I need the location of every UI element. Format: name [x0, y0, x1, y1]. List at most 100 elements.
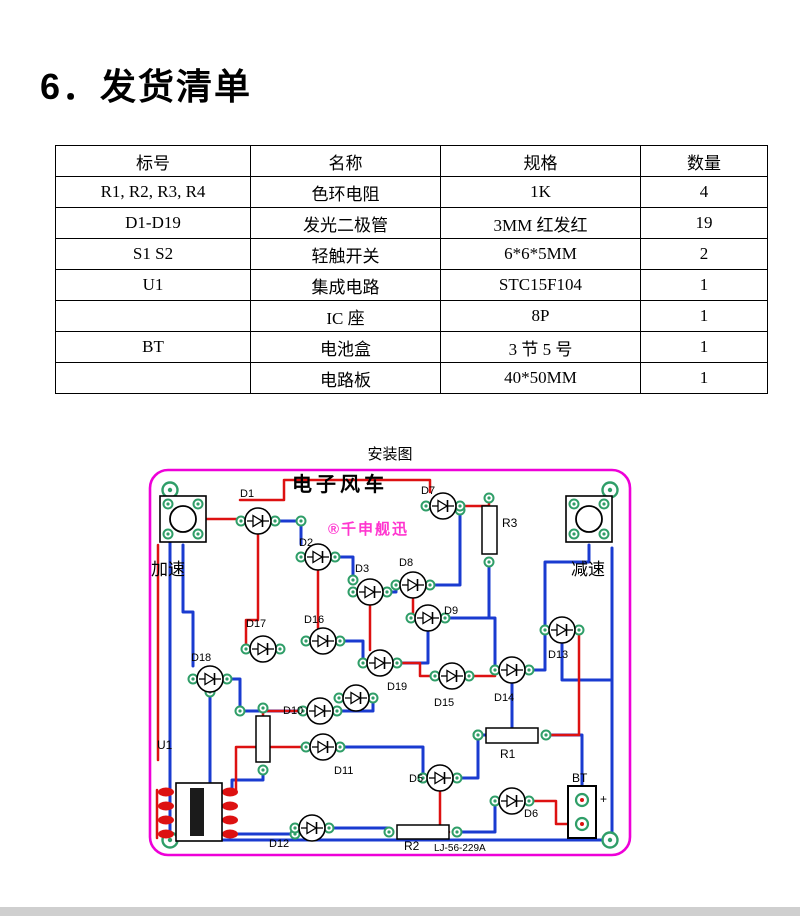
switch-s1-accelerate: 加速 [151, 496, 206, 579]
column-header: 标号 [55, 145, 251, 177]
cell: STC15F104 [440, 269, 641, 301]
cell: 3MM 红发红 [440, 207, 641, 239]
led-label: D12 [269, 838, 289, 850]
board-code: LJ-56-229A [434, 843, 486, 854]
led-d3: D3 [349, 563, 392, 605]
board-title: 电子风车 [292, 472, 388, 496]
cell: 8P [440, 300, 641, 332]
cell: BT [55, 331, 251, 363]
led-d9: D9 [407, 605, 458, 631]
led-label: D14 [494, 692, 514, 704]
cell: 2 [640, 238, 768, 270]
battery-label: BT [572, 771, 588, 785]
led-d6: D6 [491, 788, 538, 820]
led-label: D8 [399, 557, 413, 569]
led-d5: D5 [409, 765, 462, 791]
led-label: D15 [434, 697, 454, 709]
decelerate-label: 减速 [571, 560, 605, 579]
accelerate-label: 加速 [151, 560, 185, 579]
cell: 1 [640, 331, 768, 363]
cell: 发光二极管 [250, 207, 441, 239]
table-header-row: 标号 名称 规格 数量 [55, 145, 768, 177]
led-d12: D12 [269, 815, 334, 850]
led-label: D5 [409, 773, 423, 785]
led-d19: D19 [359, 650, 407, 693]
cell: 6*6*5MM [440, 238, 641, 270]
led-d1: D1 [237, 488, 280, 534]
resistor-label: R1 [500, 747, 516, 761]
led-label: D7 [421, 485, 435, 497]
resistor-r3: R3 [481, 492, 518, 568]
cell: 1K [440, 176, 641, 208]
led-label: D13 [548, 649, 568, 661]
cell: R1, R2, R3, R4 [55, 176, 251, 208]
ic-u1: U1 [157, 738, 238, 842]
led-d10: D10 [283, 698, 342, 724]
led-label: D1 [240, 488, 254, 500]
ic-label: U1 [157, 738, 173, 752]
cell [55, 362, 251, 394]
mount-hole [601, 831, 619, 849]
cell: 1 [640, 269, 768, 301]
table-row: U1 集成电路 STC15F104 1 [55, 269, 768, 301]
page-title: 6．发货清单 [40, 66, 253, 107]
battery-plus-sign: + [600, 792, 607, 806]
column-header: 数量 [640, 145, 768, 177]
led-d15: D15 [431, 663, 474, 709]
cell: 轻触开关 [250, 238, 441, 270]
table-row: S1 S2 轻触开关 6*6*5MM 2 [55, 238, 768, 270]
table-row: IC 座 8P 1 [55, 300, 768, 332]
column-header: 名称 [250, 145, 441, 177]
installation-diagram: 安装图 [140, 440, 640, 865]
cell: 色环电阻 [250, 176, 441, 208]
table-row: 电路板 40*50MM 1 [55, 362, 768, 394]
led-d16: D16 [302, 614, 345, 654]
led-label: D9 [444, 605, 458, 617]
led-d13: D13 [541, 617, 584, 661]
led-label: D17 [246, 618, 266, 630]
cell: 40*50MM [440, 362, 641, 394]
led-d7: D7 [421, 485, 465, 519]
page-bottom-strip [0, 907, 800, 916]
led-d8: D8 [392, 557, 435, 598]
cell: U1 [55, 269, 251, 301]
led-label: D16 [304, 614, 324, 626]
led-label: D6 [524, 808, 538, 820]
table-row: R1, R2, R3, R4 色环电阻 1K 4 [55, 176, 768, 208]
led-d18: D18 [189, 652, 232, 692]
table-row: D1-D19 发光二极管 3MM 红发红 19 [55, 207, 768, 239]
cell: IC 座 [250, 300, 441, 332]
led-label: D18 [191, 652, 211, 664]
cell: 1 [640, 300, 768, 332]
resistor-r2: R2 [383, 824, 463, 853]
resistor-label: R3 [502, 516, 518, 530]
cell: 电路板 [250, 362, 441, 394]
led-label: D10 [283, 705, 303, 717]
table-row: BT 电池盒 3 节 5 号 1 [55, 331, 768, 363]
cell: 4 [640, 176, 768, 208]
cell: S1 S2 [55, 238, 251, 270]
led-d2: D2 [297, 537, 340, 570]
led-label: D11 [334, 765, 353, 777]
led-label: D19 [387, 681, 407, 693]
led-label: D3 [355, 563, 369, 575]
cell: 集成电路 [250, 269, 441, 301]
cell: 3 节 5 号 [440, 331, 641, 363]
column-header: 规格 [440, 145, 641, 177]
led-d11: D11 [302, 734, 353, 777]
battery-bt: BT + [567, 771, 607, 839]
cell: 电池盒 [250, 331, 441, 363]
led-d14: D14 [491, 657, 534, 704]
resistor-label: R2 [404, 839, 420, 853]
switch-s2-decelerate: 减速 [566, 496, 612, 579]
diagram-caption: 安装图 [367, 446, 412, 463]
led-label: D2 [299, 537, 313, 549]
resistor-r1: R1 [472, 727, 552, 761]
cell: D1-D19 [55, 207, 251, 239]
resistor-unlabeled [255, 702, 271, 776]
parts-table: 标号 名称 规格 数量 R1, R2, R3, R4 色环电阻 1K 4 D1-… [55, 145, 768, 394]
cell: 19 [640, 207, 768, 239]
cell [55, 300, 251, 332]
watermark-text: ®千申舰迅 [328, 520, 409, 538]
led-d17: D17 [242, 618, 285, 662]
